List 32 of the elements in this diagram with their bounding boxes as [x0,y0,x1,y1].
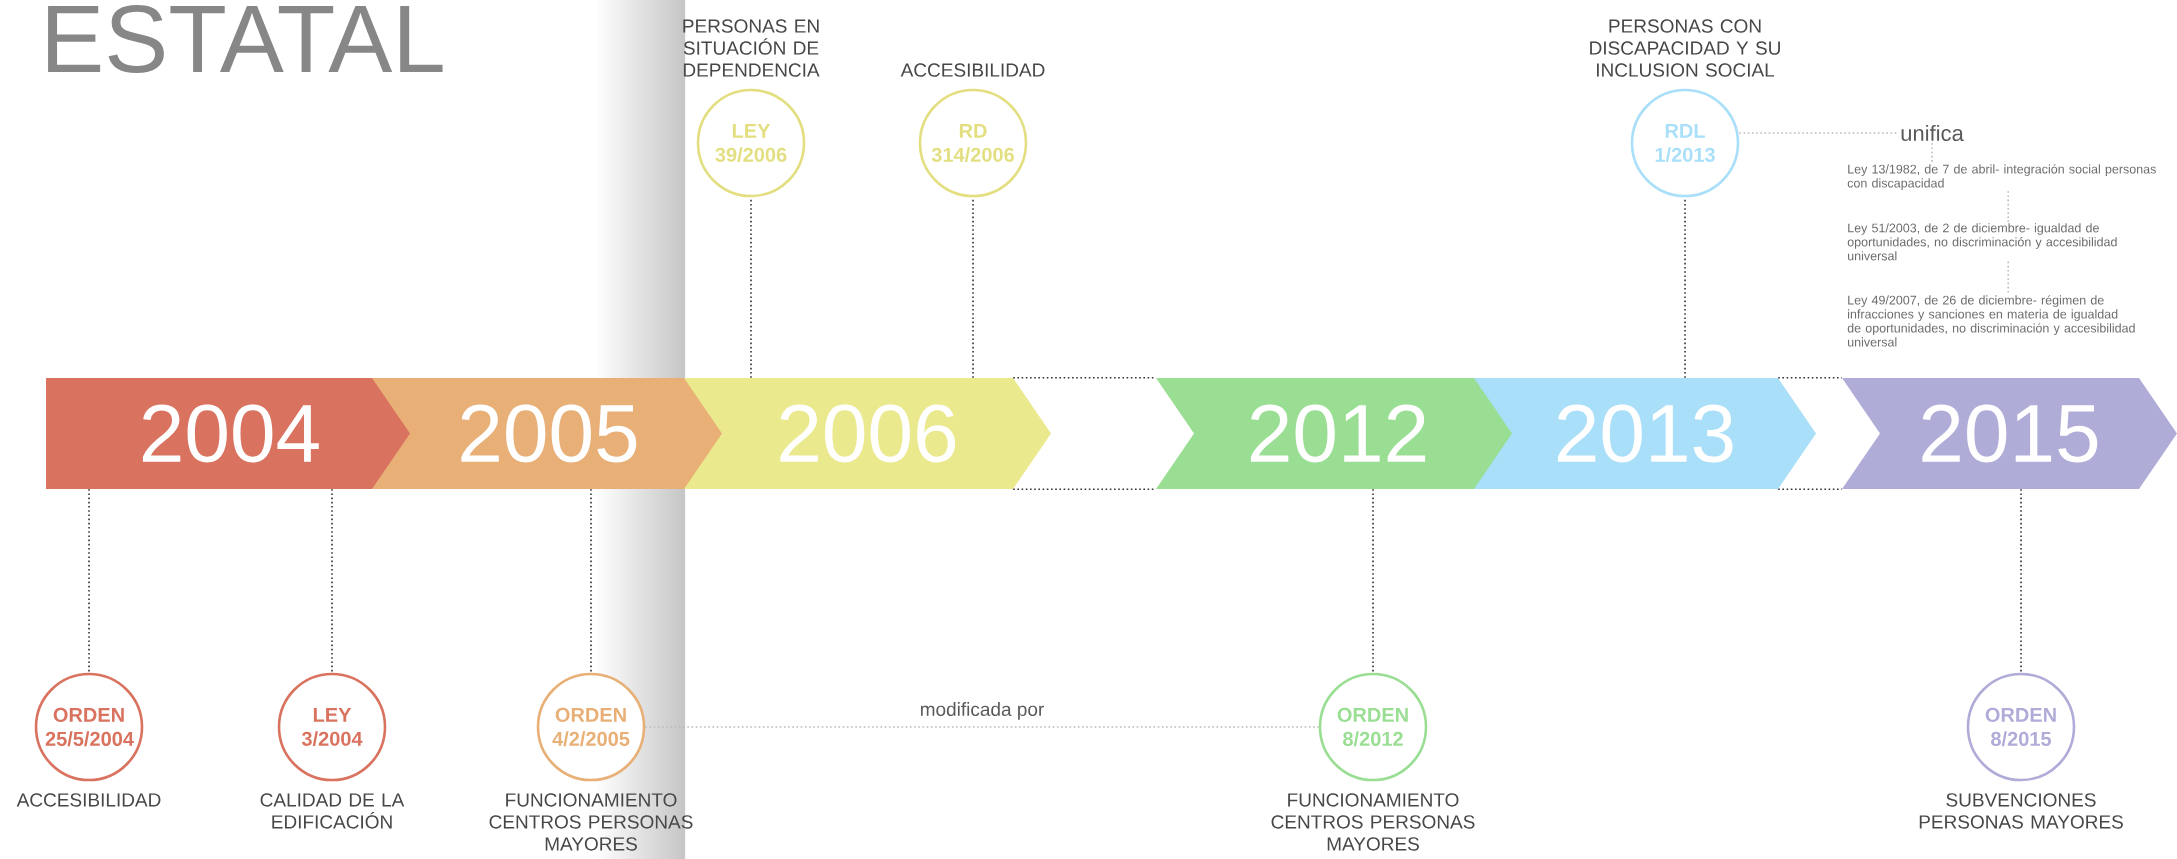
connector-line [1931,142,1933,164]
year-banner: 2015 [1842,378,2177,489]
caption-text: FUNCIONAMIENTO CENTROS PERSONAS MAYORES [1271,793,1475,851]
connector-line [1738,132,1899,134]
connector-line [2007,190,2009,223]
connector-line [2007,260,2009,295]
note-text: Ley 13/1982, de 7 de abril- integración social personas con discapacidad [1847,164,2156,190]
year-banner: 2012 [1156,378,1520,489]
connector-line [1777,488,1843,490]
note-text: Ley 49/2007, de 26 de diciembre- régimen de infracciones y sanciones en materia de igualdad de oportunidades, no discriminación y accesibilidad universal [1847,295,2135,347]
connector-line [2020,488,2022,674]
year-banner: 2006 [684,378,1051,489]
edge-label: modificada por [917,700,1047,722]
caption-text: PERSONAS EN SITUACIÓN DE DEPENDENCIA [683,19,820,77]
connector-line [88,488,90,674]
year-banner: 2013 [1474,378,1816,489]
caption-text: ACCESIBILIDAD [16,793,161,807]
year-banner: 2004 [46,378,414,489]
caption-text: FUNCIONAMIENTO CENTROS PERSONAS MAYORES [489,793,693,851]
caption-text: ACCESIBILIDAD [900,63,1045,77]
title: ESTATAL [48,4,443,73]
caption-text: PERSONAS CON DISCAPACIDAD Y SU INCLUSION SOCIAL [1590,19,1780,77]
note-text: Ley 51/2003, de 2 de diciembre- igualdad de oportunidades, no discriminación y accesibilidad universal [1847,223,2117,261]
connector-line [1372,488,1374,674]
connector-line [644,726,1320,728]
caption-text: SUBVENCIONES PERSONAS MAYORES [1919,793,2123,829]
connector-line [1777,377,1843,379]
connector-line [331,488,333,674]
connector-line [590,488,592,674]
year-banner: 2005 [372,378,725,489]
annotation-text: unifica [1901,124,1964,142]
caption-text: CALIDAD DE LA EDIFICACIÓN [260,793,405,829]
